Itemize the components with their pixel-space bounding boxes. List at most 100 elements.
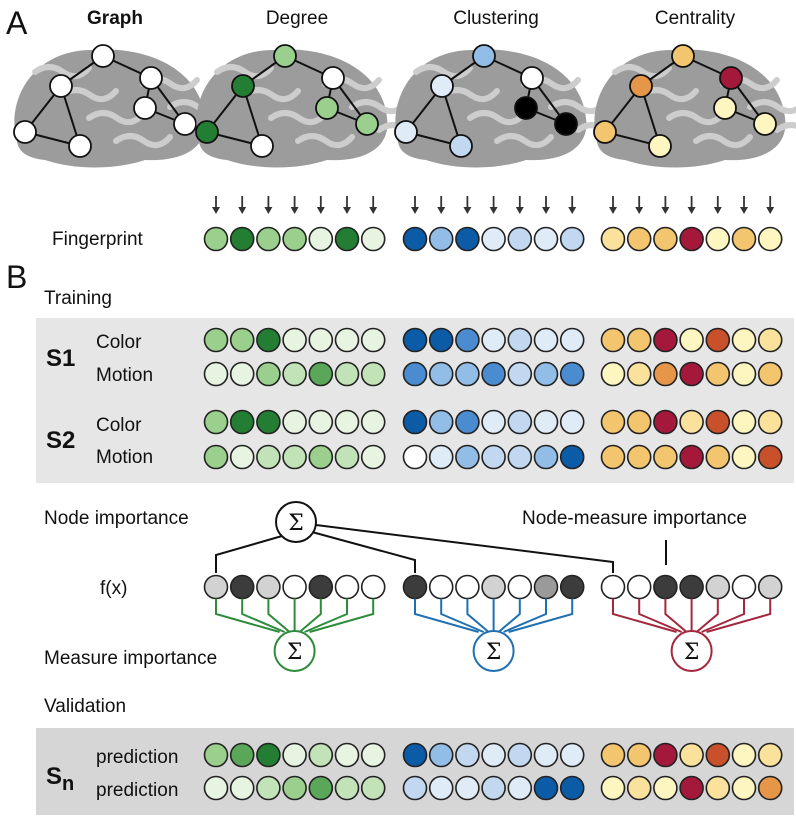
validation-row0-clustering-node-1	[428, 742, 454, 768]
training-row3-clustering-node-6	[559, 444, 585, 470]
validation-row1-degree-node-3	[282, 775, 307, 801]
validation-row0-clustering-node-0	[402, 742, 428, 768]
measure-line	[241, 598, 285, 633]
training-label: Training	[44, 288, 112, 309]
subject-s2: S2	[46, 427, 75, 454]
training-row1-centrality-node-2	[653, 361, 678, 387]
training-row2-centrality-node-6	[757, 409, 783, 435]
fingerprint-centrality-node-1	[626, 226, 652, 252]
arrow-head	[766, 207, 775, 214]
fingerprint-clustering-node-2	[455, 226, 480, 252]
training-row2-clustering-node-5	[533, 409, 559, 435]
arrow-head	[437, 207, 446, 214]
training-row3-degree-node-5	[334, 444, 360, 470]
fx-clustering-node-5	[533, 574, 559, 600]
training-row0-clustering-node-1	[428, 327, 454, 353]
training-row0-clustering-node-6	[559, 327, 585, 353]
training-row3-degree-node-2	[256, 444, 281, 470]
validation-row0-clustering-node-5	[533, 742, 559, 768]
training-row1-degree-node-3	[282, 361, 307, 387]
training-row0-clustering-node-2	[455, 327, 480, 353]
arrow-head	[713, 207, 722, 214]
arrow-head	[264, 207, 273, 214]
training-row1-clustering-node-6	[559, 361, 585, 387]
validation-row1-clustering-node-0	[402, 775, 428, 801]
validation-row1-degree-node-2	[256, 775, 281, 801]
graph-node	[671, 44, 695, 68]
fingerprint-centrality-node-0	[600, 226, 626, 252]
fx-clustering-node-3	[481, 574, 506, 600]
fingerprint-degree-node-0	[203, 226, 229, 252]
validation-label: Validation	[44, 696, 126, 717]
graph-node	[713, 96, 737, 120]
node-sigma-symbol: Σ	[288, 511, 304, 536]
fingerprint-centrality-node-4	[705, 226, 731, 252]
fingerprint-degree-node-2	[256, 226, 281, 252]
measure-line	[304, 598, 348, 633]
fx-centrality-node-4	[705, 574, 731, 600]
graph-node	[520, 66, 544, 90]
training-row0-centrality-node-3	[679, 327, 704, 353]
measure-line	[267, 598, 291, 633]
measure-line	[215, 598, 280, 633]
fingerprint-clustering-node-1	[428, 226, 454, 252]
arrow-head	[740, 207, 748, 214]
column-header-clustering: Clustering	[453, 8, 539, 29]
validation-row1-centrality-node-4	[705, 775, 731, 801]
brain-fold	[747, 99, 796, 115]
arrow-head	[661, 207, 670, 214]
training-row2-degree-node-4	[308, 409, 334, 435]
measure-line	[664, 598, 688, 633]
graph-node	[13, 120, 37, 144]
arrow-head	[411, 207, 419, 214]
graph-node	[472, 44, 496, 68]
training-row0-centrality-node-5	[731, 327, 757, 353]
s2-motion-label: Motion	[96, 447, 153, 468]
brain-fold	[467, 110, 527, 126]
fingerprint-degree-node-3	[282, 226, 307, 252]
brain-graphs	[13, 44, 796, 168]
validation-row1-clustering-node-1	[428, 775, 454, 801]
fx-degree-node-3	[282, 574, 307, 600]
training-row0-degree-node-4	[308, 327, 334, 353]
fx-clustering-node-6	[559, 574, 585, 600]
training-row0-degree-node-3	[282, 327, 307, 353]
graph-node	[231, 74, 255, 98]
measure-line	[440, 598, 484, 633]
validation-row1-degree-node-4	[308, 775, 334, 801]
training-row0-degree-node-0	[203, 327, 229, 353]
training-row2-clustering-node-0	[402, 409, 428, 435]
training-row3-degree-node-6	[360, 444, 386, 470]
arrow-head	[238, 207, 247, 214]
training-row3-clustering-node-2	[455, 444, 480, 470]
training-row2-centrality-node-2	[653, 409, 678, 435]
training-row1-degree-node-1	[229, 361, 255, 387]
validation-row0-degree-node-5	[334, 742, 360, 768]
column-header-centrality: Centrality	[655, 8, 736, 29]
validation-row1-centrality-node-2	[653, 775, 678, 801]
brain-fold	[774, 122, 796, 133]
s2-color-label: Color	[96, 415, 142, 436]
fingerprint-degree-node-6	[360, 226, 386, 252]
fx-degree-node-1	[229, 574, 255, 600]
fx-centrality-node-0	[600, 574, 626, 600]
training-row2-centrality-node-0	[600, 409, 626, 435]
training-row2-degree-node-0	[203, 409, 229, 435]
arrow-head	[568, 207, 577, 214]
node-conn-centrality	[315, 524, 614, 573]
training-row1-centrality-node-3	[679, 361, 704, 387]
validation-row0-degree-node-1	[229, 742, 255, 768]
training-row3-centrality-node-6	[757, 444, 783, 470]
fx-centrality-node-5	[731, 574, 757, 600]
importance-connections	[215, 524, 667, 573]
panel-letter-a: A	[6, 5, 28, 41]
validation-row0-centrality-node-2	[653, 742, 678, 768]
graph-node	[133, 96, 157, 120]
brain-fold	[295, 133, 355, 149]
brain-fold	[86, 110, 146, 126]
training-row2-clustering-node-2	[455, 409, 480, 435]
measure-line	[414, 598, 479, 633]
training-row1-clustering-node-5	[533, 361, 559, 387]
graph-node	[719, 66, 743, 90]
graph-node	[321, 66, 345, 90]
